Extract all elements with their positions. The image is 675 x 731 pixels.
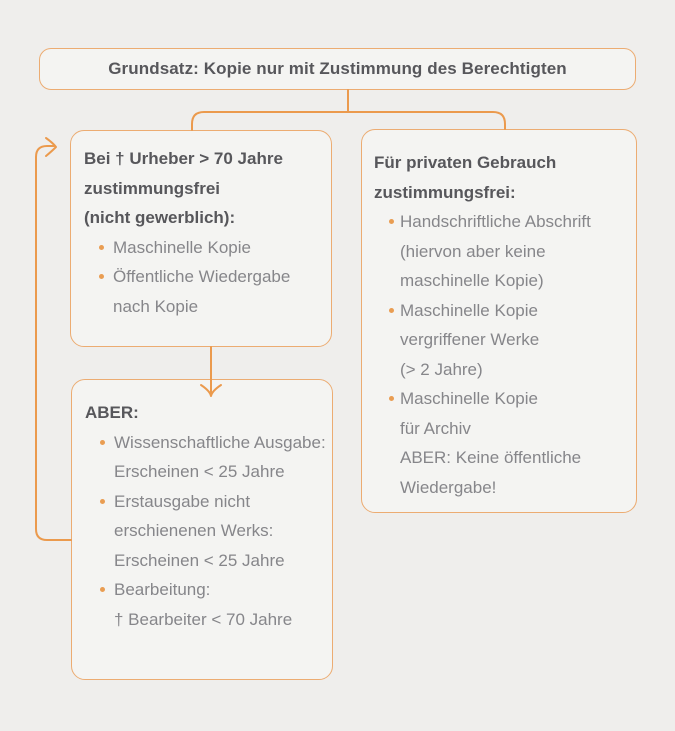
root-principle-title: Grundsatz: Kopie nur mit Zustimmung des … bbox=[108, 59, 567, 79]
bullet-continuation-line: nach Kopie bbox=[113, 296, 199, 316]
bullet-dot-icon bbox=[99, 274, 104, 279]
root-principle-box: Grundsatz: Kopie nur mit Zustimmung des … bbox=[39, 48, 636, 90]
box-title-line: Bei † Urheber > 70 Jahre bbox=[84, 149, 283, 168]
bullet-line: Wissenschaftliche Ausgabe: bbox=[72, 428, 332, 458]
bullet-dot-icon bbox=[389, 396, 394, 401]
bullet-line: Erstausgabe nicht bbox=[72, 487, 332, 517]
aber-exceptions-box: ABER: Wissenschaftliche Ausgabe: Erschei… bbox=[71, 379, 333, 680]
bullet-continuation-line: (> 2 Jahre) bbox=[400, 359, 483, 379]
bullet-line: Öffentliche Wiedergabe bbox=[71, 262, 331, 292]
bullet-line: Bearbeitung: bbox=[72, 575, 332, 605]
bullet-text: Maschinelle Kopie bbox=[400, 389, 538, 408]
bullet-dot-icon bbox=[100, 439, 105, 445]
bullet-text: Maschinelle Kopie bbox=[400, 300, 538, 320]
bullet-line: Maschinelle Kopie bbox=[362, 384, 636, 414]
bullet-dot-icon bbox=[389, 219, 394, 224]
bullet-line: Maschinelle Kopie bbox=[71, 233, 331, 263]
bullet-text: Maschinelle Kopie bbox=[113, 237, 251, 257]
bullet-text: Erstausgabe nicht bbox=[114, 491, 251, 511]
bullet-continuation-line: erschienenen Werks: bbox=[114, 521, 274, 540]
bullet-continuation-line: für Archiv bbox=[400, 418, 471, 438]
bullet-continuation-line: ABER: Keine öffentliche bbox=[400, 448, 582, 467]
bullet-text: Bearbeitung: bbox=[114, 580, 211, 599]
private-use-box: Für privaten Gebrauch zustimmungsfrei: H… bbox=[361, 129, 637, 513]
bullet-line: Maschinelle Kopie bbox=[362, 296, 636, 326]
bullet-line: Handschriftliche Abschrift bbox=[362, 207, 636, 237]
loop-back-arrow-icon bbox=[35, 137, 72, 541]
branch-connector-line bbox=[191, 111, 506, 131]
bullet-dot-icon bbox=[100, 587, 105, 592]
bullet-continuation-line: vergriffener Werke bbox=[400, 330, 540, 349]
box-title-line: ABER: bbox=[85, 403, 139, 422]
bullet-dot-icon bbox=[99, 244, 104, 250]
box-title-line: (nicht gewerblich): bbox=[84, 208, 236, 227]
bullet-dot-icon bbox=[389, 307, 394, 313]
bullet-continuation-line: † Bearbeiter < 70 Jahre bbox=[114, 609, 293, 629]
bullet-continuation-line: (hiervon aber keine bbox=[400, 241, 546, 261]
box-title-line: Für privaten Gebrauch bbox=[374, 153, 557, 172]
box-title-line: zustimmungsfrei: bbox=[374, 182, 516, 202]
bullet-text: Handschriftliche Abschrift bbox=[400, 212, 591, 231]
bullet-text: Öffentliche Wiedergabe bbox=[113, 267, 291, 286]
box-title-line: zustimmungsfrei bbox=[84, 178, 221, 198]
bullet-continuation-line: Erscheinen < 25 Jahre bbox=[114, 462, 285, 481]
bullet-continuation-line: maschinelle Kopie) bbox=[400, 271, 544, 290]
bullet-dot-icon bbox=[100, 498, 105, 504]
bullet-continuation-line: Wiedergabe! bbox=[400, 477, 497, 497]
bullet-text: Wissenschaftliche Ausgabe: bbox=[114, 432, 326, 452]
deceased-author-box: Bei † Urheber > 70 Jahre zustimmungsfrei… bbox=[70, 130, 332, 347]
bullet-continuation-line: Erscheinen < 25 Jahre bbox=[114, 550, 285, 570]
